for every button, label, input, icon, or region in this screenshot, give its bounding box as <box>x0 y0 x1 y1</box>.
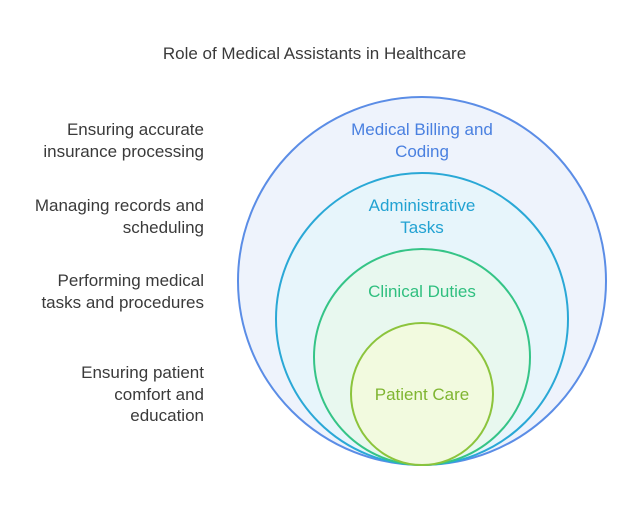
description-administrative: Managing records and scheduling <box>34 196 204 237</box>
diagram-title: Role of Medical Assistants in Healthcare <box>162 44 467 63</box>
description-billing: Ensuring accurate insurance processing <box>43 120 204 161</box>
circle-patient-care <box>350 322 494 466</box>
description-patient-care: Ensuring patient comfort and education <box>81 363 204 425</box>
label-administrative: Administrative Tasks <box>368 196 476 237</box>
label-medical-billing: Medical Billing and Coding <box>351 120 493 161</box>
label-patient-care: Patient Care <box>374 385 470 404</box>
label-clinical-duties: Clinical Duties <box>368 282 476 301</box>
description-clinical: Performing medical tasks and procedures <box>41 271 204 312</box>
